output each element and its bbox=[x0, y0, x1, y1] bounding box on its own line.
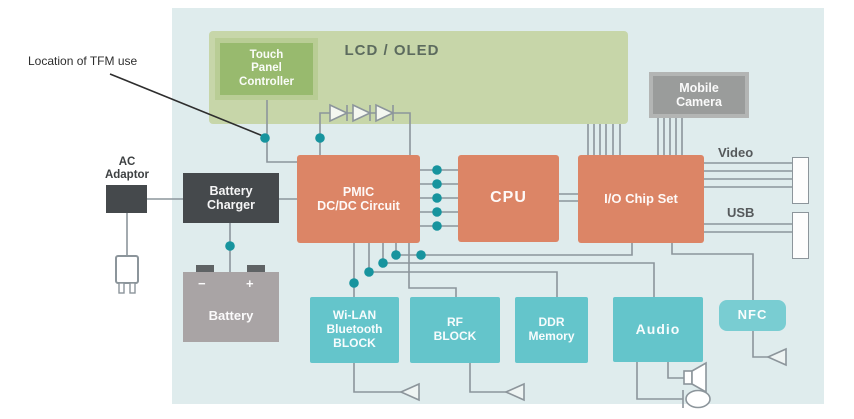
battery-label: Battery bbox=[208, 307, 254, 323]
ac-adaptor-block bbox=[106, 185, 147, 213]
video-connector bbox=[792, 157, 809, 204]
battery-block: Battery bbox=[183, 272, 279, 342]
battery-charger-block: Battery Charger bbox=[183, 173, 279, 223]
rf-block: RF BLOCK bbox=[410, 297, 500, 363]
usb-label: USB bbox=[727, 205, 755, 220]
nfc-block: NFC bbox=[719, 300, 786, 331]
battery-plus-sign: + bbox=[246, 276, 254, 291]
mobile-camera-block: Mobile Camera bbox=[649, 72, 749, 118]
touch-panel-controller-block: Touch Panel Controller bbox=[215, 38, 318, 100]
video-label: Video bbox=[718, 145, 754, 160]
ac-plug-icon bbox=[115, 255, 139, 294]
battery-terminal-plus bbox=[247, 265, 265, 273]
ac-adaptor-label: AC Adaptor bbox=[104, 156, 150, 181]
battery-minus-sign: − bbox=[198, 276, 206, 291]
tfm-annotation-label: Location of TFM use bbox=[28, 54, 138, 68]
io-chip-set-block: I/O Chip Set bbox=[578, 155, 704, 243]
audio-block: Audio bbox=[613, 297, 703, 362]
pmic-block: PMIC DC/DC Circuit bbox=[297, 155, 420, 243]
cpu-block: CPU bbox=[458, 155, 559, 242]
usb-connector bbox=[792, 212, 809, 259]
lcd-oled-label: LCD / OLED bbox=[344, 42, 440, 59]
ddr-memory-block: DDR Memory bbox=[515, 297, 588, 363]
wilan-bluetooth-block: Wi-LAN Bluetooth BLOCK bbox=[310, 297, 399, 363]
battery-terminal-minus bbox=[196, 265, 214, 273]
